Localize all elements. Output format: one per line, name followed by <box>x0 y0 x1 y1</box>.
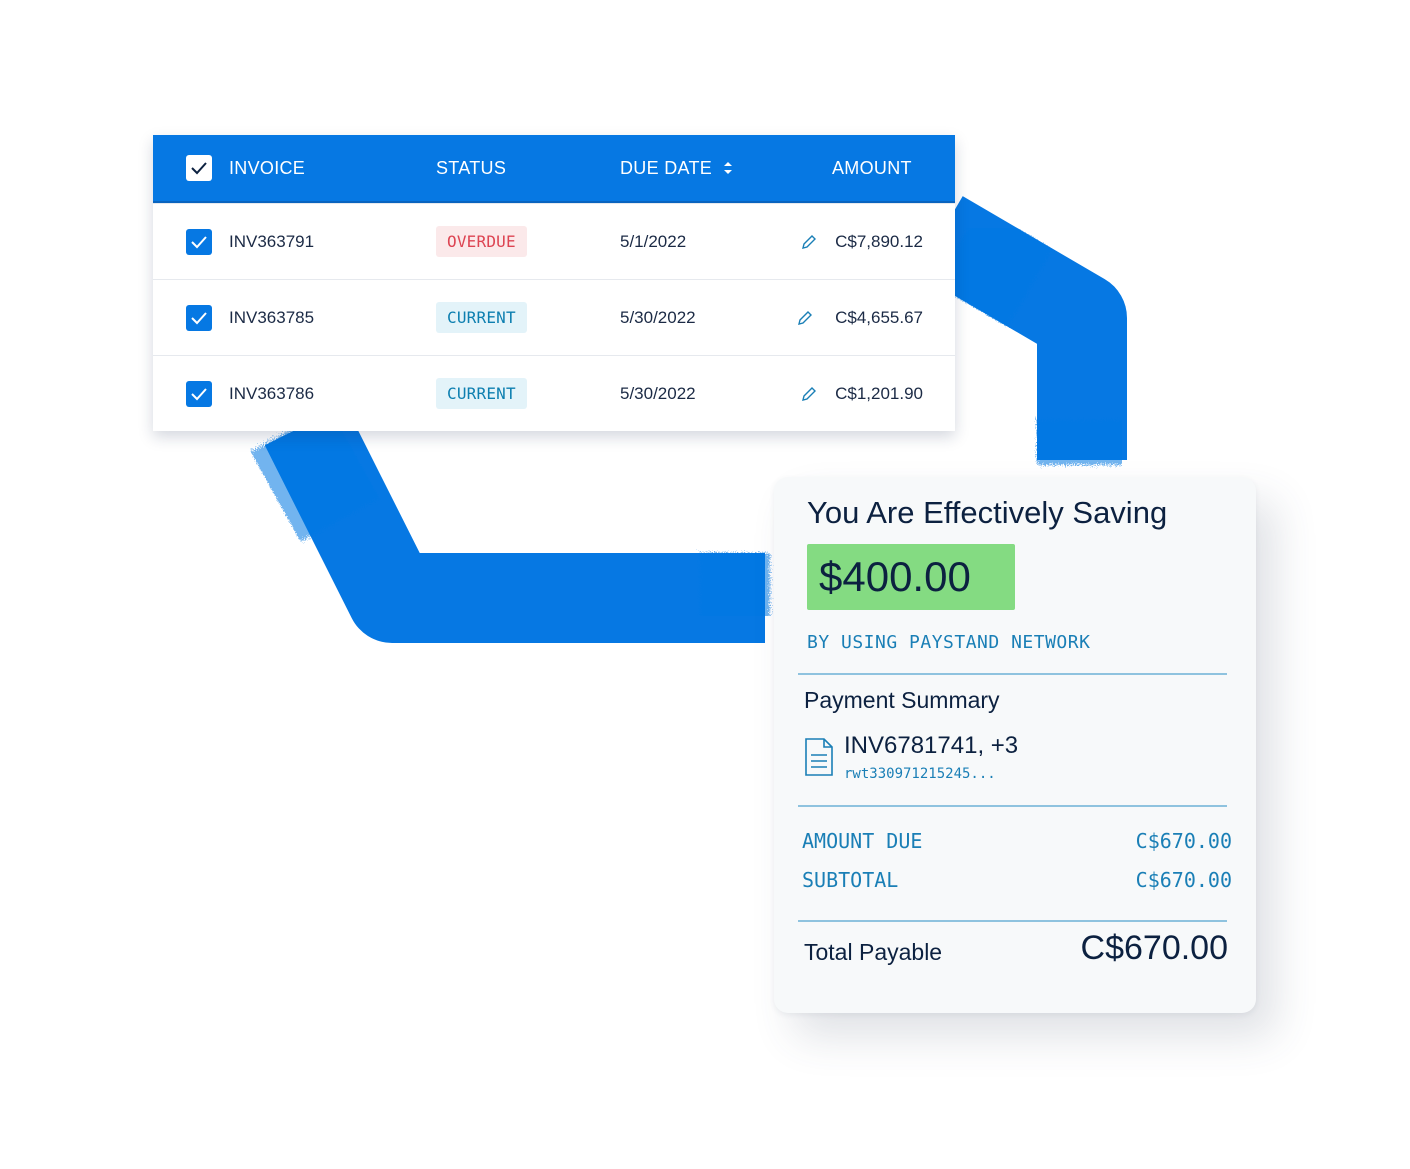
column-header-invoice[interactable]: INVOICE <box>229 158 306 178</box>
column-header-due-date-label: DUE DATE <box>620 158 713 178</box>
table-row[interactable]: INV363791 OVERDUE 5/1/2022 C$7,890.12 <box>153 203 955 279</box>
amount-due-value: C$670.00 <box>1135 829 1232 853</box>
status-badge: CURRENT <box>436 378 527 409</box>
column-header-status[interactable]: STATUS <box>436 158 507 178</box>
divider <box>798 673 1227 675</box>
subtotal-value: C$670.00 <box>1135 868 1232 892</box>
check-icon <box>191 388 207 401</box>
select-all-checkbox[interactable] <box>186 155 212 181</box>
saving-note: BY USING PAYSTAND NETWORK <box>807 632 1091 653</box>
amount-due-label: AMOUNT DUE <box>802 829 923 853</box>
document-icon <box>805 738 833 776</box>
saving-amount: $400.00 <box>807 544 1015 610</box>
subtotal-label: SUBTOTAL <box>802 868 899 892</box>
check-icon <box>191 312 207 325</box>
divider <box>798 920 1227 922</box>
invoice-number[interactable]: INV363791 <box>229 232 315 251</box>
invoice-number[interactable]: INV363786 <box>229 384 315 403</box>
due-date: 5/1/2022 <box>620 232 687 251</box>
invoice-id: rwt330971215245... <box>844 766 996 782</box>
table-row[interactable]: INV363786 CURRENT 5/30/2022 C$1,201.90 <box>153 355 955 431</box>
row-checkbox[interactable] <box>186 305 212 331</box>
row-checkbox[interactable] <box>186 381 212 407</box>
pencil-icon[interactable] <box>801 386 817 402</box>
table-header: INVOICE STATUS DUE DATE AMOUNT <box>153 135 955 203</box>
total-payable-label: Total Payable <box>804 939 943 965</box>
column-header-amount[interactable]: AMOUNT <box>832 158 912 178</box>
payment-summary-card: You Are Effectively Saving $400.00 BY US… <box>774 477 1256 1013</box>
invoice-table: INVOICE STATUS DUE DATE AMOUNT INV363791… <box>153 135 955 431</box>
divider <box>798 805 1227 807</box>
sort-arrows-icon[interactable] <box>723 160 733 176</box>
column-header-due-date[interactable]: DUE DATE <box>620 135 733 201</box>
total-payable-value: C$670.00 <box>1080 929 1228 967</box>
status-badge: CURRENT <box>436 302 527 333</box>
amount-value: C$4,655.67 <box>835 308 923 327</box>
table-row[interactable]: INV363785 CURRENT 5/30/2022 C$4,655.67 <box>153 279 955 355</box>
amount-value: C$7,890.12 <box>835 232 923 251</box>
row-checkbox[interactable] <box>186 229 212 255</box>
due-date: 5/30/2022 <box>620 384 696 403</box>
pencil-icon[interactable] <box>797 310 813 326</box>
invoice-reference[interactable]: INV6781741, +3 <box>844 732 1019 759</box>
invoice-number[interactable]: INV363785 <box>229 308 315 327</box>
saving-title: You Are Effectively Saving <box>807 495 1168 530</box>
pencil-icon[interactable] <box>801 234 817 250</box>
payment-summary-title: Payment Summary <box>804 687 1000 713</box>
amount-value: C$1,201.90 <box>835 384 923 403</box>
status-badge: OVERDUE <box>436 226 527 257</box>
check-icon <box>191 236 207 249</box>
check-icon <box>191 162 207 175</box>
due-date: 5/30/2022 <box>620 308 696 327</box>
